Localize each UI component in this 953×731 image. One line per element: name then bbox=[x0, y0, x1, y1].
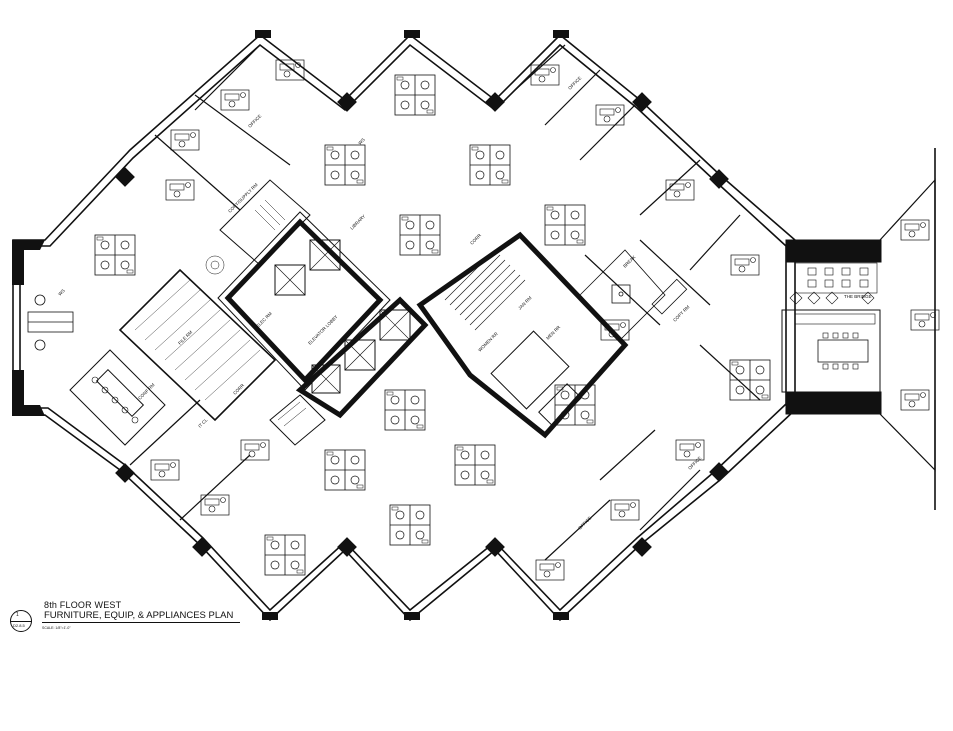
svg-text:WS: WS bbox=[357, 137, 366, 146]
svg-text:OFFICE: OFFICE bbox=[567, 76, 582, 91]
columns bbox=[115, 30, 729, 620]
svg-text:OFFICE: OFFICE bbox=[577, 516, 592, 531]
plan-title-line-1: 8th FLOOR WEST bbox=[44, 600, 122, 610]
svg-text:IT CL: IT CL bbox=[197, 417, 209, 429]
conference-room-west bbox=[69, 349, 166, 446]
svg-text:FILE RM: FILE RM bbox=[177, 329, 193, 345]
plan-title-line-2: FURNITURE, EQUIP, & APPLIANCES PLAN bbox=[44, 610, 234, 621]
plan-scale: SCALE: 1/8"=1'-0" bbox=[42, 626, 71, 630]
svg-text:OFFICE: OFFICE bbox=[687, 456, 702, 471]
svg-text:BREAK: BREAK bbox=[622, 254, 636, 268]
title-block: 1 D2.8.5 8th FLOOR WEST FURNITURE, EQUIP… bbox=[8, 598, 248, 638]
svg-text:WOMEN RR: WOMEN RR bbox=[477, 331, 499, 353]
svg-text:MEN RR: MEN RR bbox=[545, 324, 562, 341]
the-bridge bbox=[781, 239, 882, 415]
title-underline bbox=[42, 622, 240, 623]
building-core bbox=[217, 211, 629, 439]
sheet-reference: D2.8.5 bbox=[13, 623, 25, 628]
svg-text:THE BRIDGE: THE BRIDGE bbox=[844, 294, 872, 299]
copy-supply-room bbox=[205, 179, 326, 446]
east-wing bbox=[879, 148, 940, 510]
detail-number: 1 bbox=[16, 612, 19, 618]
detail-marker-divider bbox=[10, 621, 32, 622]
svg-text:ELEVATOR LOBBY: ELEVATOR LOBBY bbox=[307, 314, 338, 345]
svg-text:CORR: CORR bbox=[469, 232, 482, 245]
interior-partitions bbox=[129, 44, 761, 561]
svg-text:JAN RM: JAN RM bbox=[517, 295, 533, 311]
exterior-wall bbox=[12, 33, 796, 622]
file-room bbox=[118, 268, 277, 422]
reception-desk bbox=[27, 294, 74, 351]
svg-text:CORR: CORR bbox=[232, 382, 245, 395]
west-end-wall bbox=[12, 240, 45, 416]
svg-text:WS: WS bbox=[57, 288, 66, 297]
svg-text:OFFICE: OFFICE bbox=[247, 114, 262, 129]
svg-text:COPY RM: COPY RM bbox=[672, 304, 691, 323]
svg-text:LIBRARY: LIBRARY bbox=[349, 214, 366, 231]
svg-text:CONF RM: CONF RM bbox=[137, 382, 156, 401]
svg-text:ELEC RM: ELEC RM bbox=[255, 311, 273, 329]
break-area bbox=[579, 249, 688, 341]
svg-text:COPY/SUPPLY RM: COPY/SUPPLY RM bbox=[227, 182, 259, 214]
